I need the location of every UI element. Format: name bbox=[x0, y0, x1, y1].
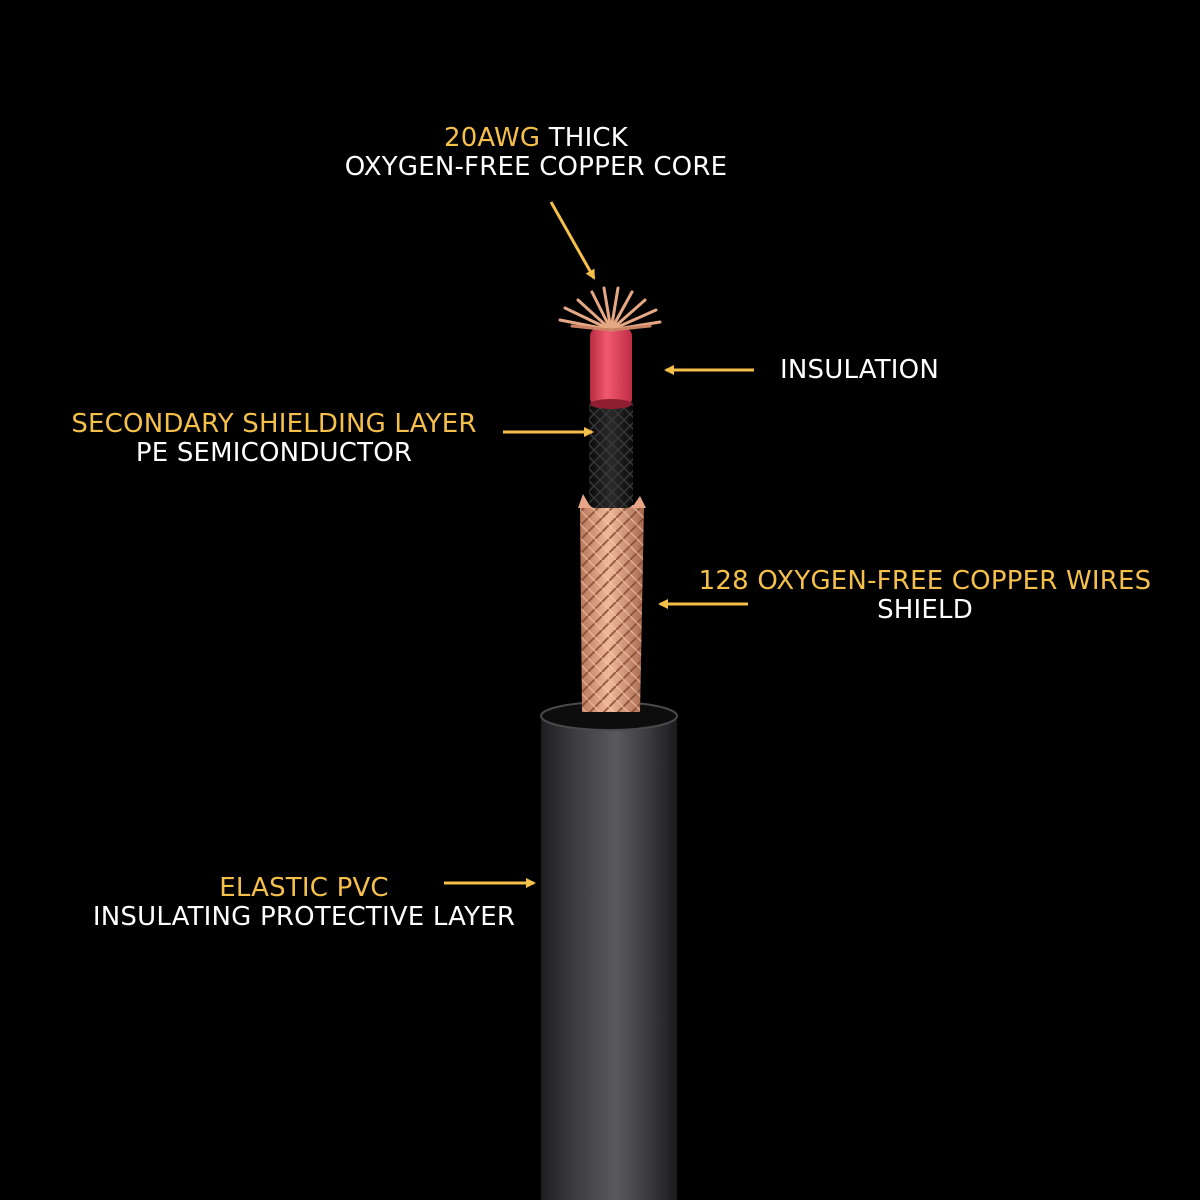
pvc-jacket bbox=[540, 701, 678, 1200]
core-thick-label: THICK bbox=[540, 123, 629, 153]
callout-arrows bbox=[444, 201, 754, 888]
callout-pvc-jacket: ELASTIC PVC INSULATING PROTECTIVE LAYER bbox=[60, 874, 548, 932]
pvc-title: ELASTIC PVC bbox=[219, 873, 389, 903]
callout-copper-shield: 128 OXYGEN-FREE COPPER WIRES SHIELD bbox=[690, 567, 1160, 625]
copper-shield-subtitle: SHIELD bbox=[877, 595, 973, 625]
copper-shield-title: 128 OXYGEN-FREE COPPER WIRES bbox=[698, 566, 1152, 596]
copper-core-strands bbox=[558, 286, 662, 332]
insulation-label: INSULATION bbox=[780, 355, 939, 385]
semiconductor-layer bbox=[589, 398, 633, 508]
secondary-shielding-subtitle: PE SEMICONDUCTOR bbox=[135, 438, 413, 468]
callout-secondary-shielding: SECONDARY SHIELDING LAYER PE SEMICONDUCT… bbox=[40, 410, 508, 468]
callout-insulation: INSULATION bbox=[780, 356, 939, 385]
arrow-core bbox=[549, 201, 596, 280]
core-gauge-label: 20AWG bbox=[443, 123, 541, 153]
core-description: OXYGEN-FREE COPPER CORE bbox=[344, 152, 728, 182]
pvc-subtitle: INSULATING PROTECTIVE LAYER bbox=[92, 902, 516, 932]
copper-braid-shield bbox=[578, 490, 646, 712]
callout-core: 20AWG THICK OXYGEN-FREE COPPER CORE bbox=[300, 124, 772, 182]
secondary-shielding-title: SECONDARY SHIELDING LAYER bbox=[71, 409, 477, 439]
core-insulation bbox=[590, 328, 632, 409]
